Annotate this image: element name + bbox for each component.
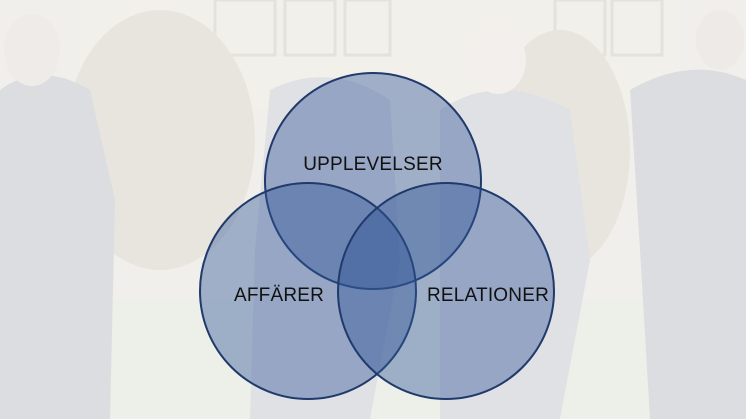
venn-label-upplevelser: UPPLEVELSER — [303, 154, 443, 175]
venn-circle-top — [264, 72, 482, 290]
venn-diagram — [199, 72, 555, 400]
venn-label-affarer: AFFÄRER — [233, 285, 325, 306]
venn-label-relationer: RELATIONER — [426, 285, 550, 306]
venn-circle-right — [337, 182, 555, 400]
venn-circle-left — [199, 182, 417, 400]
